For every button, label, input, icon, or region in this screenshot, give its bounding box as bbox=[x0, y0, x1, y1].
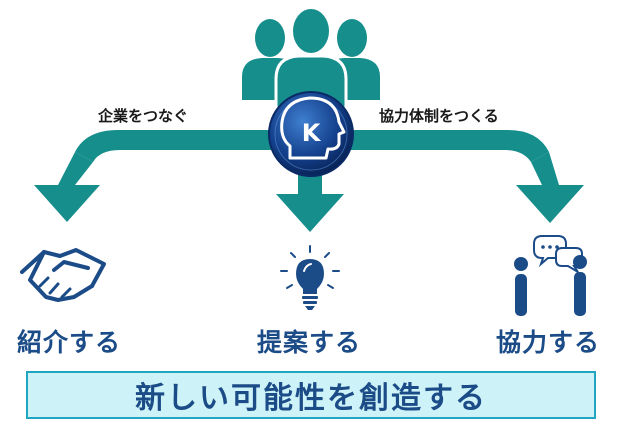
head-profile-icon bbox=[280, 96, 346, 160]
logo-letter: K bbox=[302, 119, 322, 147]
action-label-cooperate: 協力する bbox=[496, 328, 601, 357]
two-people-chat-icon bbox=[514, 235, 587, 316]
handshake-icon bbox=[20, 248, 106, 302]
bottom-banner: 新しい可能性を創造する bbox=[26, 371, 596, 419]
branch-label-right: 協力体制をつくる bbox=[379, 107, 499, 125]
right-arrow-head bbox=[516, 185, 584, 223]
left-arrow bbox=[58, 152, 93, 185]
banner-text: 新しい可能性を創造する bbox=[135, 381, 487, 416]
action-label-introduce: 紹介する bbox=[17, 328, 122, 357]
action-label-propose: 提案する bbox=[257, 328, 362, 357]
lightbulb-icon bbox=[280, 245, 340, 310]
left-arrow-head bbox=[34, 185, 100, 222]
center-arrow-head bbox=[276, 194, 344, 232]
branch-label-left: 企業をつなぐ bbox=[98, 107, 189, 125]
k-logo: K bbox=[268, 91, 354, 177]
right-arrow bbox=[531, 152, 559, 185]
